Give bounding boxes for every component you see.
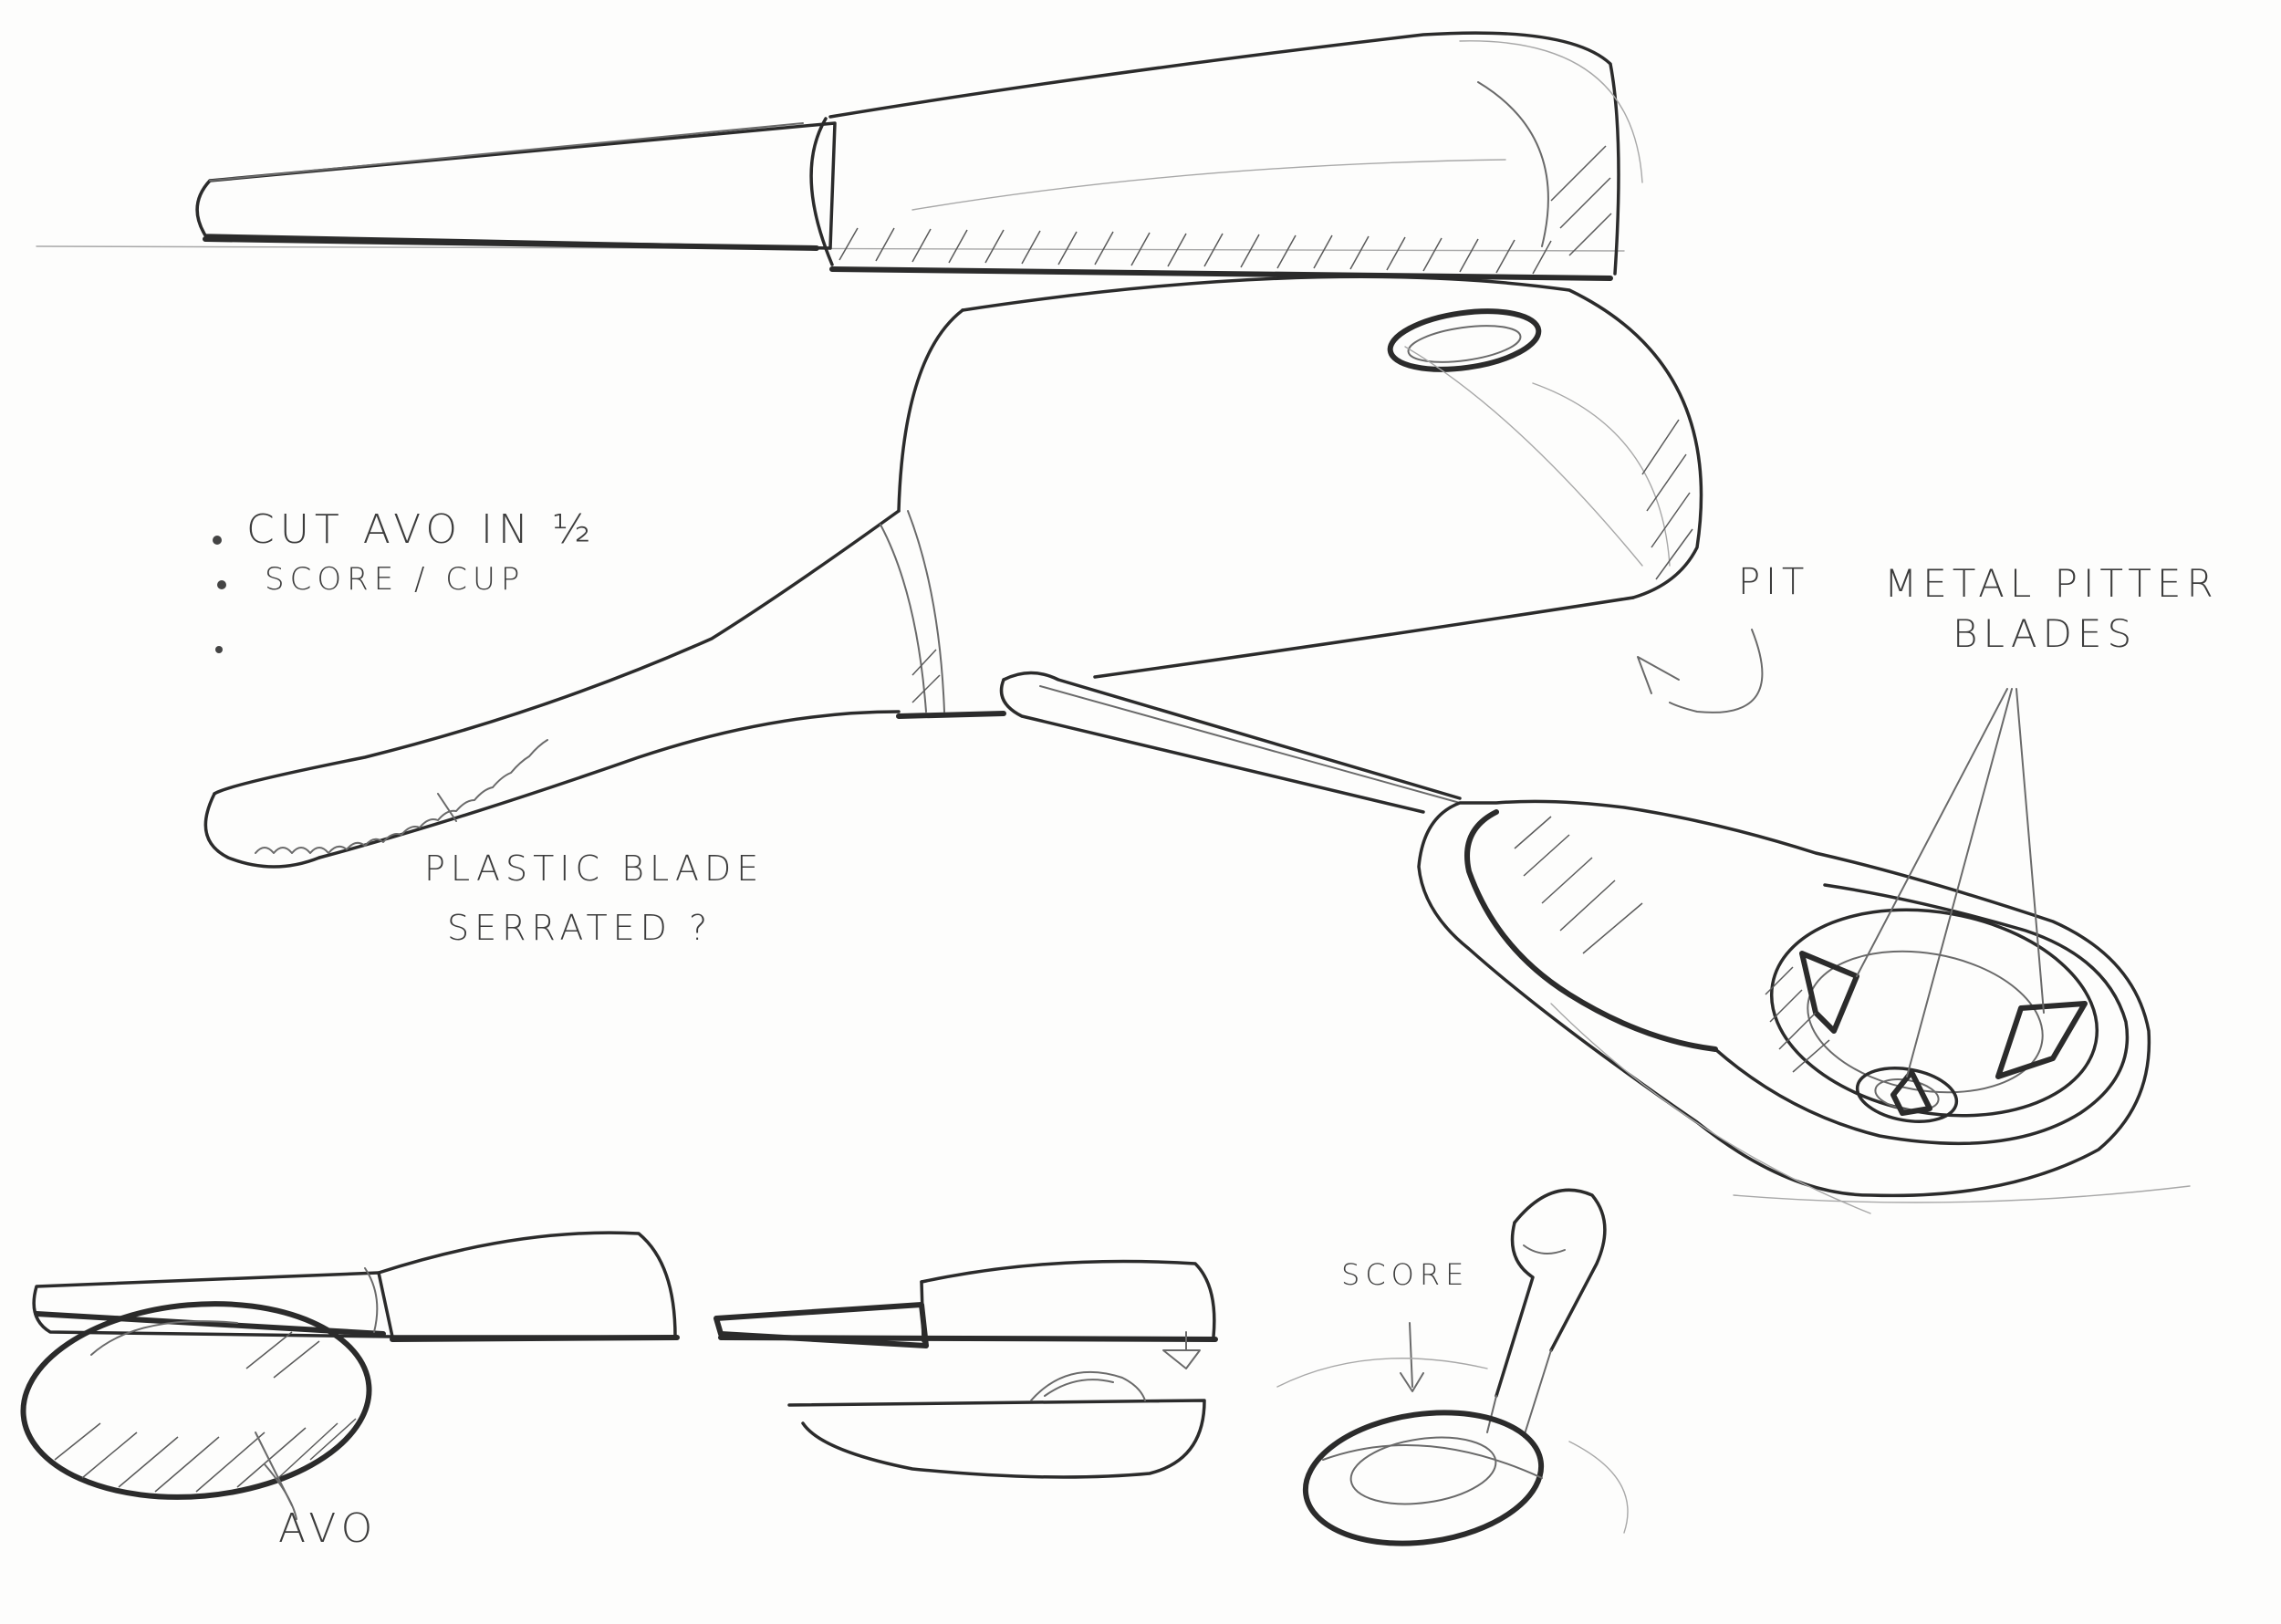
sketch-scoring bbox=[1276, 1188, 1629, 1546]
sketch-side-view-top bbox=[36, 31, 1643, 281]
annotation-leaders bbox=[255, 629, 2045, 1506]
note-score: SCORE bbox=[1341, 1257, 1470, 1292]
bullet-1-dot bbox=[213, 536, 222, 545]
note-pit: PIT bbox=[1738, 561, 1810, 603]
sketch-main-perspective bbox=[203, 275, 1703, 869]
note-plastic-blade-2: SERRATED ? bbox=[447, 908, 713, 948]
note-cut-avo: CUT AVO IN ½ bbox=[246, 506, 597, 553]
note-score-cup: SCORE / CUP bbox=[265, 561, 526, 598]
sketch-side-view-avocado bbox=[20, 1231, 680, 1520]
note-metal-blades-2: BLADES bbox=[1953, 611, 2138, 656]
bullet-3-dot bbox=[215, 646, 223, 653]
note-plastic-blade-1: PLASTIC BLADE bbox=[424, 848, 765, 889]
bullet-2-dot bbox=[217, 580, 226, 589]
sketch-side-view-open bbox=[713, 1259, 1218, 1479]
note-metal-blades-1: METAL PITTER bbox=[1884, 561, 2219, 606]
sketch-pitter-scoop bbox=[999, 671, 2191, 1214]
note-avo: AVO bbox=[278, 1505, 379, 1552]
